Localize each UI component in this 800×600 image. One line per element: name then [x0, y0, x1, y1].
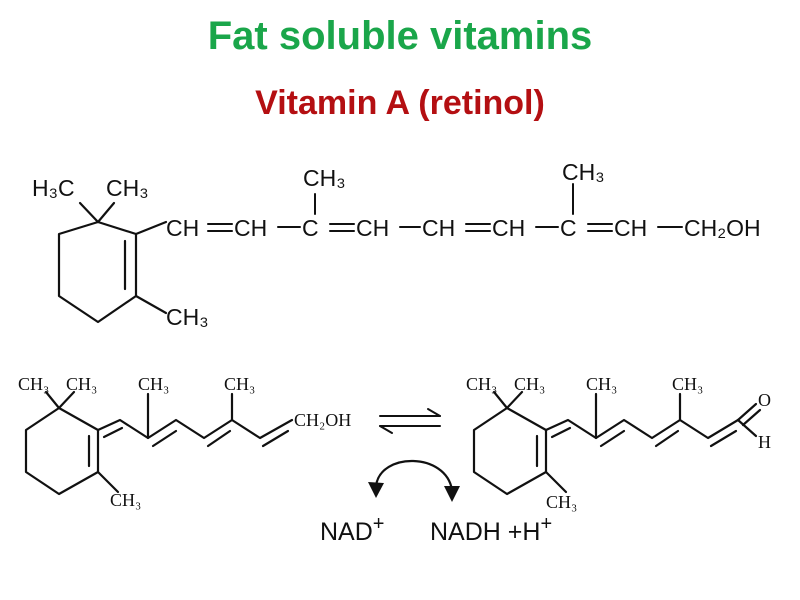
atom-label: CH — [422, 215, 455, 241]
retinol-skeletal-formula: CH₃ CH₃ CH₃ CH₃ CH₃ CH₂OH — [18, 374, 351, 510]
ring-bonds — [24, 406, 100, 496]
atom-label: CH₂OH — [684, 215, 761, 241]
nadh-label: NADH +H+ — [430, 513, 552, 546]
atom-label: CH — [492, 215, 525, 241]
bond — [492, 390, 509, 410]
double-bond — [654, 429, 680, 448]
double-bond — [599, 429, 626, 448]
retinal-skeletal-formula: CH₃ CH₃ CH₃ CH₃ CH₃ O H — [466, 374, 771, 512]
atom-label: CH₃ — [138, 374, 169, 394]
bond — [134, 220, 168, 236]
atom-label: C — [560, 215, 577, 241]
bond — [96, 470, 120, 494]
bond — [57, 390, 76, 410]
atom-label: C — [302, 215, 319, 241]
atom-label: CH₃ — [18, 374, 49, 394]
bond — [736, 402, 758, 422]
atom-label: CH₃ — [672, 374, 703, 394]
double-bond — [261, 429, 290, 448]
atom-label: H₃C — [32, 175, 75, 201]
bond — [741, 408, 762, 427]
bond — [44, 390, 61, 410]
atom-label: CH₃ — [546, 492, 577, 512]
atom-label: H — [758, 432, 771, 452]
cofactor-curved-arrow-icon — [368, 459, 460, 502]
bond — [736, 418, 758, 438]
double-bond — [206, 429, 232, 448]
atom-label: O — [758, 390, 771, 410]
atom-label: CH₃ — [586, 374, 617, 394]
atom-label: CH₃ — [224, 374, 255, 394]
atom-label: CH₃ — [110, 490, 141, 510]
atom-label: CH — [356, 215, 389, 241]
bond — [96, 201, 116, 224]
polyene-chain — [96, 418, 294, 440]
atom-label: CH — [614, 215, 647, 241]
bond — [505, 390, 524, 410]
ring-bonds — [472, 406, 548, 496]
atom-label: CH₃ — [66, 374, 97, 394]
double-bond — [550, 426, 572, 439]
atom-label: CH — [166, 215, 199, 241]
atom-label: CH₃ — [562, 159, 605, 185]
double-bond — [709, 429, 738, 448]
page-subtitle: Vitamin A (retinol) — [255, 84, 545, 122]
atom-label: CH₃ — [166, 304, 209, 330]
nad-label: NAD+ — [320, 513, 384, 546]
bond — [544, 470, 568, 494]
double-bond — [102, 426, 124, 439]
atom-label: CH₃ — [303, 165, 346, 191]
polyene-chain — [544, 418, 740, 440]
atom-label: CH₃ — [514, 374, 545, 394]
atom-label: CH — [234, 215, 267, 241]
bond — [134, 294, 168, 315]
double-bond — [151, 429, 178, 448]
atom-label: CH₃ — [106, 175, 149, 201]
retinol-condensed-formula: H₃C CH₃ CH₃ CH CH C CH₃ CH CH CH C CH₃ C… — [32, 159, 761, 330]
atom-label: CH₂OH — [294, 410, 351, 430]
bond — [78, 201, 100, 224]
page-title: Fat soluble vitamins — [207, 14, 593, 58]
equilibrium-arrows-icon — [379, 408, 441, 434]
atom-label: CH₃ — [466, 374, 497, 394]
